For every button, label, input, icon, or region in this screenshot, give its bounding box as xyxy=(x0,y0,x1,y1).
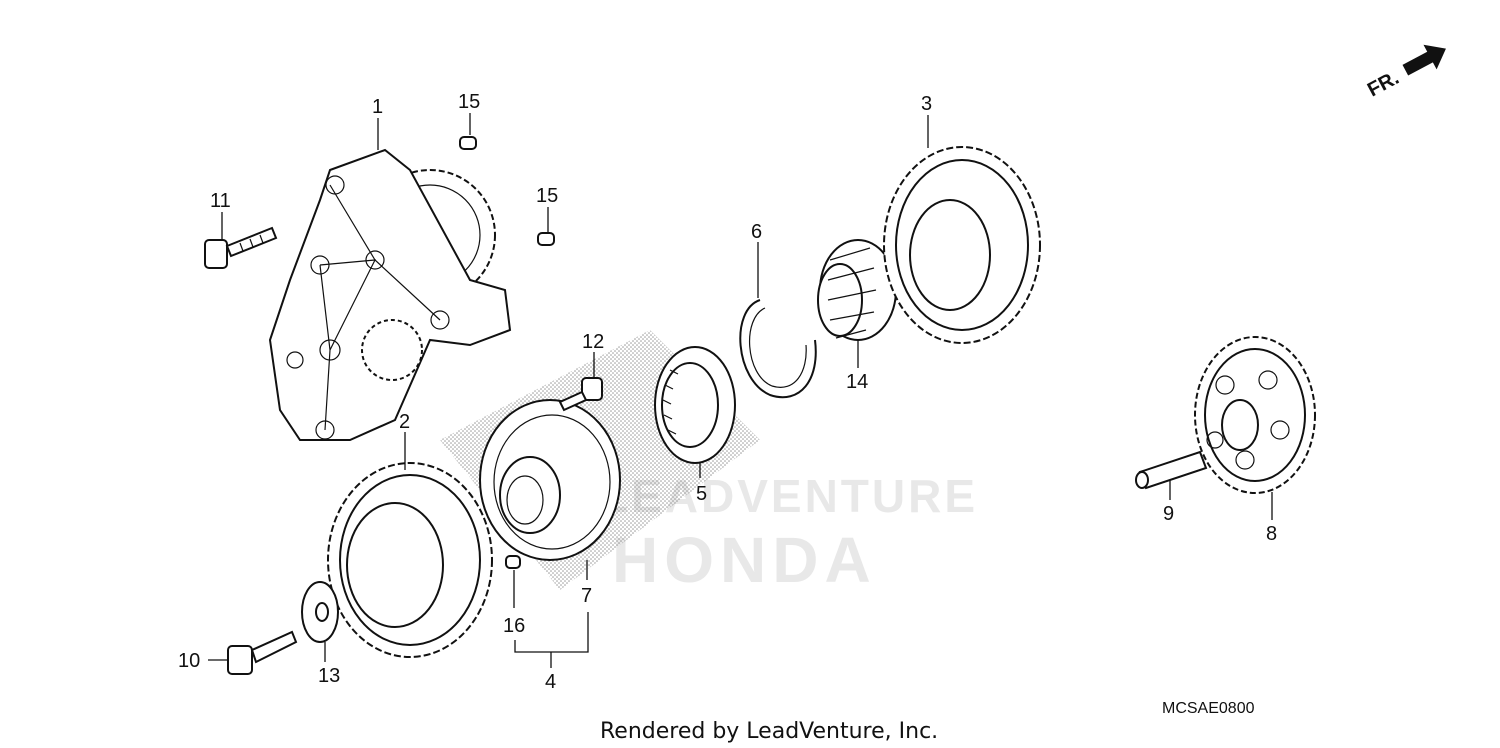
callout-14: 14 xyxy=(846,371,868,393)
part-15-pin-upper xyxy=(459,136,477,150)
callout-12: 12 xyxy=(582,331,604,353)
callout-7: 7 xyxy=(581,585,592,607)
part-1-cover-assembly xyxy=(268,148,512,441)
part-15-pin-lower xyxy=(537,232,555,246)
callout-labels: 1 2 3 4 5 6 7 8 9 10 11 12 13 14 15 15 1… xyxy=(178,91,1277,693)
callout-11: 11 xyxy=(210,190,231,212)
callout-16: 16 xyxy=(503,615,525,637)
part-10-bolt xyxy=(227,630,298,675)
callout-3: 3 xyxy=(921,93,932,115)
part-12-bolt xyxy=(558,377,603,412)
part-3-driven-gear xyxy=(883,146,1041,344)
part-11-bolt xyxy=(204,226,278,269)
callout-5: 5 xyxy=(696,483,707,505)
part-7-clutch-hub xyxy=(479,399,621,561)
part-2-gear xyxy=(327,462,493,658)
part-6-snap-ring xyxy=(739,299,817,399)
part-9-shaft xyxy=(1135,450,1208,490)
footer-credit: Rendered by LeadVenture, Inc. xyxy=(600,719,938,744)
part-5-one-way-clutch xyxy=(654,346,736,464)
leader-lines xyxy=(208,113,1273,668)
part-16-pin xyxy=(505,555,521,569)
cover-plate xyxy=(268,148,512,441)
callout-10: 10 xyxy=(178,650,200,672)
fr-label: FR. xyxy=(1364,67,1403,102)
watermark: LEADVENTURE HONDA xyxy=(600,470,975,596)
callout-13: 13 xyxy=(318,665,340,687)
callout-1: 1 xyxy=(372,96,383,118)
callout-8: 8 xyxy=(1266,523,1277,545)
callout-6: 6 xyxy=(751,221,762,243)
watermark-word-2: HONDA xyxy=(612,524,877,596)
callout-15-upper: 15 xyxy=(458,91,480,113)
part-14-needle-bearing xyxy=(817,239,897,341)
callout-2: 2 xyxy=(399,411,410,433)
callout-4: 4 xyxy=(545,671,556,693)
diagram-code: MCSAE0800 xyxy=(1162,700,1255,717)
part-8-idle-gear xyxy=(1194,336,1316,494)
part-13-washer xyxy=(301,581,339,643)
front-direction-marker: FR. xyxy=(1364,44,1446,102)
callout-15-lower: 15 xyxy=(536,185,558,207)
arrow-icon xyxy=(1402,44,1446,76)
callout-9: 9 xyxy=(1163,503,1174,525)
